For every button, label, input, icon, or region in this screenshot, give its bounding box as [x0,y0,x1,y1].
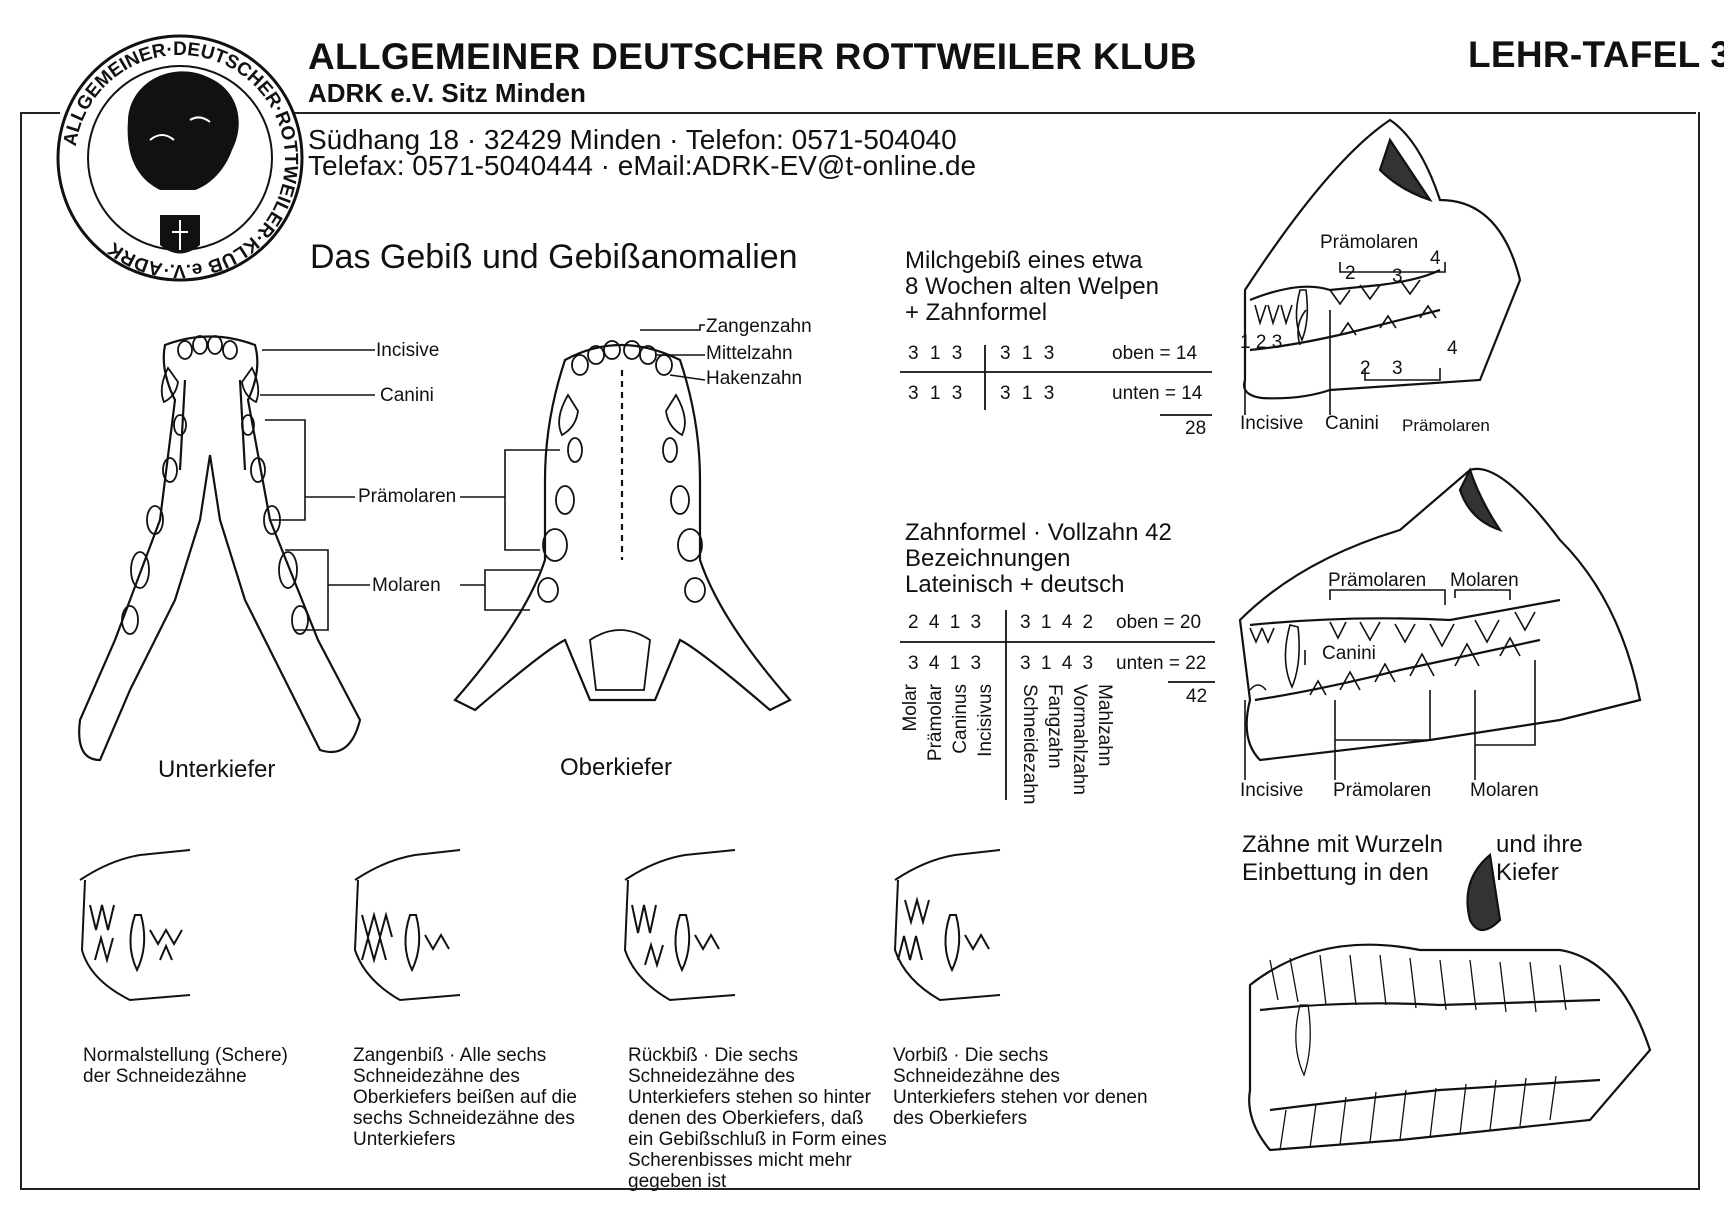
puppy-num-4: 4 [1430,248,1441,269]
german-mahlzahn: Mahlzahn [1094,684,1115,767]
puppy-incisive-numbers: 1 2 3 [1240,332,1283,353]
full-title-1: Zahnformel · Vollzahn 42 [905,519,1172,546]
plate-number: LEHR-TAFEL 3 [1468,34,1724,75]
milk-title-3: + Zahnformel [905,299,1048,326]
adult-label-molaren-bottom: Molaren [1470,780,1539,801]
milk-sum: 28 [1185,418,1207,439]
milk-upper-total: oben = 14 [1112,343,1198,364]
caption-zangenbiss: Zangenbiß · Alle sechs Schneidezähne des… [353,1045,577,1150]
milk-upper-left: 3 1 3 [908,343,963,364]
full-title-3: Lateinisch + deutsch [905,571,1125,598]
adult-label-molaren: Molaren [1450,570,1519,591]
full-upper-left: 2 4 1 3 [908,612,982,633]
milk-title-2: 8 Wochen alten Welpen [905,273,1159,300]
label-mittelzahn: Mittelzahn [706,343,793,364]
adult-label-canini: Canini [1322,643,1376,664]
label-incisive: Incisive [376,340,440,361]
full-lower-left: 3 4 1 3 [908,653,982,674]
roots-line2b: Kiefer [1496,859,1559,886]
page-frame [20,112,1700,1190]
club-subtitle: ADRK e.V. Sitz Minden [308,78,586,108]
full-upper-right: 3 1 4 2 [1020,612,1094,633]
caption-unterkiefer: Unterkiefer [158,756,276,783]
label-zangenzahn: Zangenzahn [706,316,812,337]
label-praemolaren: Prämolaren [358,486,457,507]
milk-upper-right: 3 1 3 [1000,343,1055,364]
puppy-num-3: 3 [1392,266,1403,287]
german-vormahlzahn: Vormahlzahn [1069,684,1090,795]
caption-normalstellung: Normalstellung (Schere) der Schneidezähn… [83,1045,288,1087]
milk-lower-right: 3 1 3 [1000,383,1055,404]
bite-rueckbiss-illustration [623,849,736,1002]
roots-line2a: Einbettung in den [1242,859,1429,886]
german-fangzahn: Fangzahn [1044,684,1065,769]
label-molaren: Molaren [372,575,441,596]
adult-label-praemolaren-bottom: Prämolaren [1333,780,1432,801]
frame-top-rule [20,112,1696,114]
club-title: ALLGEMEINER DEUTSCHER ROTTWEILER KLUB [308,36,1197,77]
puppy-label-praemolaren: Prämolaren [1320,232,1419,253]
roots-line1a: Zähne mit Wurzeln [1242,831,1443,858]
section-title: Das Gebiß und Gebißanomalien [310,238,798,276]
puppy-label-incisive: Incisive [1240,413,1304,434]
german-schneidezahn: Schneidezahn [1019,684,1040,805]
full-lower-right: 3 1 4 3 [1020,653,1094,674]
caption-rueckbiss: Rückbiß · Die sechs Schneidezähne des Un… [628,1045,887,1192]
full-sum: 42 [1186,686,1208,707]
bite-zangenbiss-illustration [353,849,461,1002]
label-hakenzahn: Hakenzahn [706,368,803,389]
bite-normal-illustration [79,849,191,1002]
caption-vorbiss: Vorbiß · Die sechs Schneidezähne des Unt… [893,1045,1148,1129]
caption-oberkiefer: Oberkiefer [560,754,673,781]
milk-title-1: Milchgebiß eines etwa [905,247,1143,274]
milk-lower-total: unten = 14 [1112,383,1203,404]
full-title-2: Bezeichnungen [905,545,1071,572]
puppy-label-canini: Canini [1325,413,1379,434]
adult-label-incisive: Incisive [1240,780,1304,801]
milk-lower-left: 3 1 3 [908,383,963,404]
puppy-num-2: 2 [1345,263,1356,284]
label-canini: Canini [380,385,434,406]
puppy-label-praemolaren-bottom: Prämolaren [1402,416,1490,435]
puppy-lower-num-4: 4 [1447,338,1458,359]
puppy-lower-num-2: 2 [1360,358,1371,379]
bite-vorbiss-illustration [893,849,1001,1002]
full-lower-total: unten = 22 [1116,653,1207,674]
full-upper-total: oben = 20 [1116,612,1202,633]
adult-label-praemolaren: Prämolaren [1328,570,1427,591]
puppy-lower-num-3: 3 [1392,358,1403,379]
roots-line1b: und ihre [1496,831,1583,858]
address-line-1: Südhang 18 · 32429 Minden · Telefon: 057… [308,124,957,155]
address-line-2: Telefax: 0571-5040444 · eMail:ADRK-EV@t-… [308,150,977,181]
